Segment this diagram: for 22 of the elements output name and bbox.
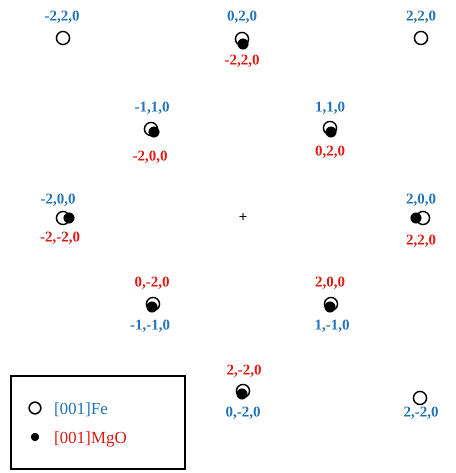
spot-index-label: 0,-2,0 [226,406,260,420]
spot-index-label: -2,2,0 [44,10,80,24]
spot-index-label: 2,0,0 [315,276,345,290]
spot-index-label: 2,0,0 [406,192,436,208]
spot-index-label: 0,2,0 [227,10,257,24]
spot-index-label: 2,2,0 [406,10,436,24]
spot-index-label: -2,-2,0 [40,230,80,246]
spot-index-label: 0,2,0 [315,144,345,160]
spot-index-label: 0,-2,0 [134,276,170,290]
spot-index-label: -2,2,0 [224,54,260,68]
spot-index-label: -1,1,0 [134,100,170,116]
legend-label: [001]MgO [54,428,127,446]
center-mark: + [238,210,248,226]
legend-label: [001]Fe [54,400,108,416]
spot-index-label: 2,2,0 [406,234,436,248]
spot-index-label: 1,-1,0 [314,318,350,334]
spot-index-label: -2,0,0 [132,150,168,164]
spot-index-label: 1,1,0 [315,100,345,116]
spot-index-label: 2,-2,0 [404,406,438,420]
spot-index-label: 2,-2,0 [226,364,262,378]
spot-index-label: -2,0,0 [40,192,76,208]
spot-index-label: -1,-1,0 [130,318,170,334]
